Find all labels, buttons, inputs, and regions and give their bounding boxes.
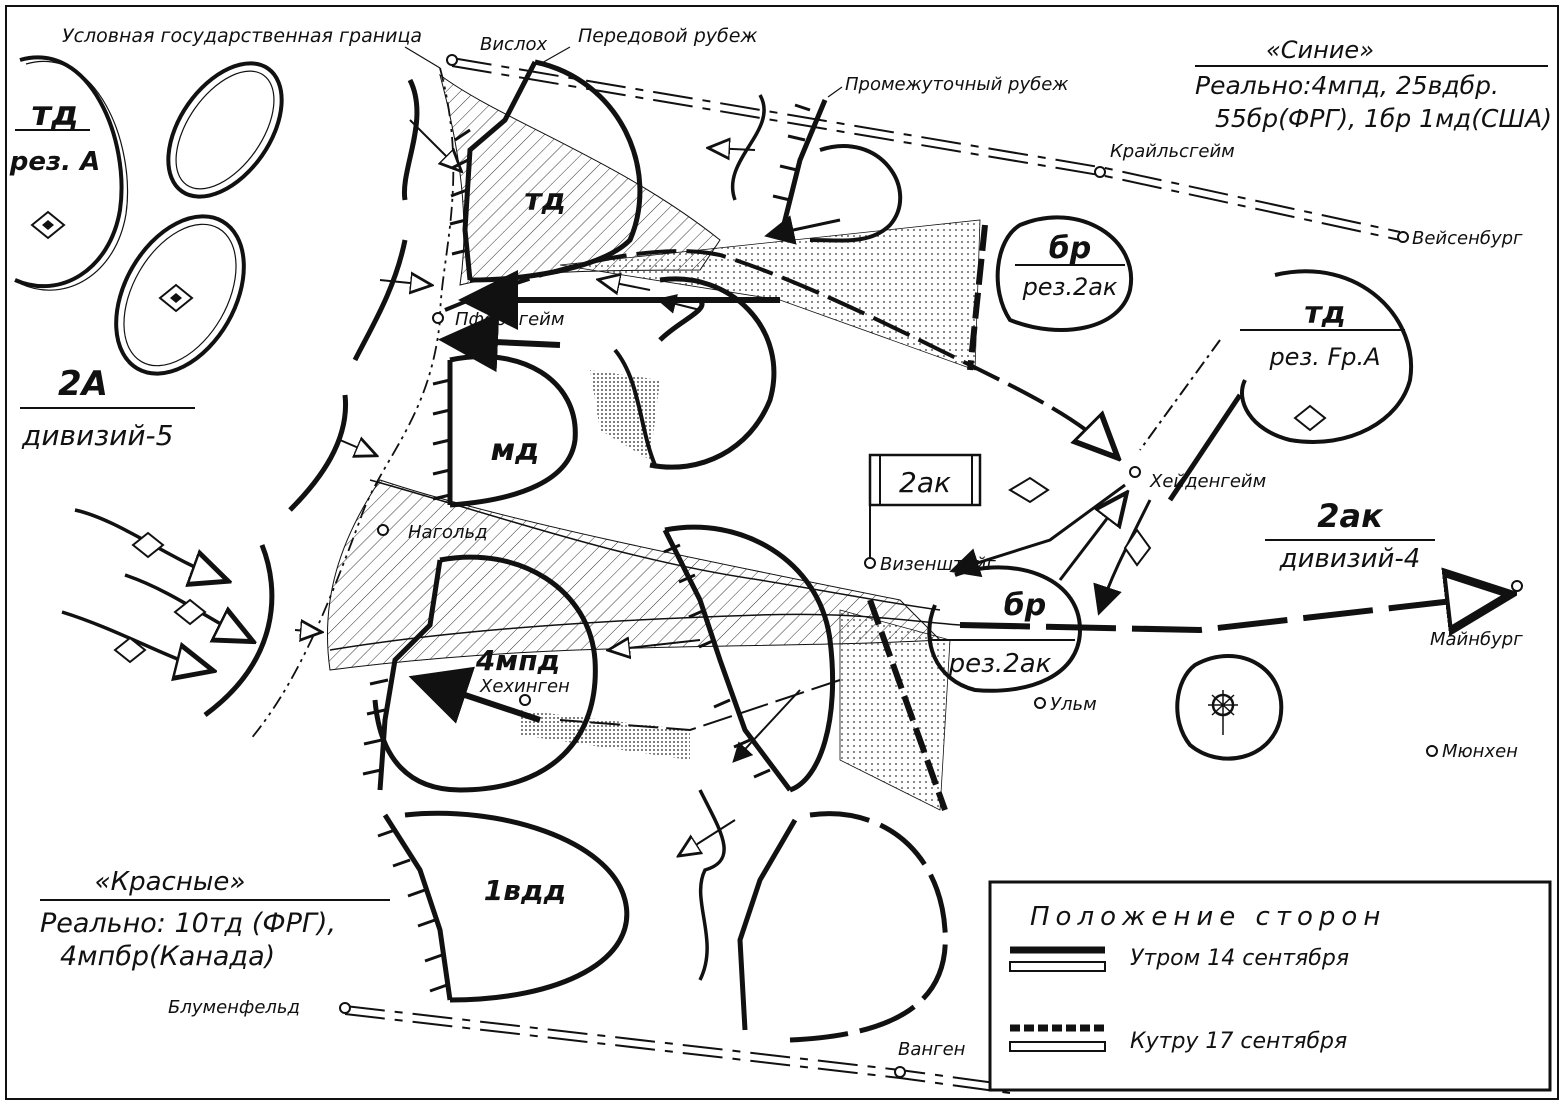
red-side-line1: Реально: 10тд (ФРГ), [40, 908, 336, 939]
br-top-den: рез.2ак [1022, 273, 1118, 301]
zone-north-dots [559, 219, 981, 371]
town-wiesloch: Вислох [446, 34, 547, 66]
unit-reserve-oval-top [166, 61, 284, 199]
svg-text:Визенштейг: Визенштейг [880, 554, 996, 575]
red-side-title: «Красные» [95, 867, 246, 897]
forward-line-leader [539, 46, 571, 65]
td-left-den: рез. А [9, 147, 100, 177]
red-advance-arrows [61, 508, 250, 670]
road-top [451, 57, 1401, 241]
town-crailsheim: Крайльсгейм [1094, 141, 1235, 178]
town-ulm: Ульм [1034, 694, 1097, 715]
unit-blue-south-east [680, 789, 948, 1043]
unit-td-res-fr: тд рез. Fр.А [1139, 269, 1414, 502]
svg-text:Вейсенбург: Вейсенбург [1412, 228, 1523, 249]
unit-blue-intermediate [710, 94, 903, 245]
br-bottom-num: бр [1004, 588, 1046, 623]
corps-2ak: 2ак дивизий-4 [1265, 497, 1435, 574]
blue-side-line2: 55бр(ФРГ), 1бр 1мд(США) [1215, 104, 1552, 133]
br-bottom-den: рез.2ак [948, 649, 1052, 679]
zone-md-dots [590, 370, 660, 460]
map-frame [5, 5, 1559, 1100]
army-2a-num: 2А [58, 364, 108, 404]
svg-text:Пфорцгейм: Пфорцгейм [455, 309, 564, 330]
svg-text:Крайльсгейм: Крайльсгейм [1110, 141, 1235, 162]
town-nagold: Нагольд [377, 522, 488, 543]
red-side-line2: 4мпбр(Канада) [60, 941, 275, 972]
legend-title: Положение сторон [1030, 902, 1386, 932]
blue-side-line1: Реально:4мпд, 25вдбр. [1195, 71, 1499, 100]
town-munich: Мюнхен [1426, 741, 1518, 762]
army-2a: 2А дивизий-5 [20, 364, 195, 452]
town-mainburg: Майнбург [1430, 580, 1523, 650]
town-wiesensteig: Визенштейг [864, 554, 996, 575]
legend: Положение сторон Утром 14 сентября Кутру… [988, 880, 1552, 1092]
td-right-den: рез. Fр.А [1268, 343, 1380, 371]
towns: Вислох Крайльсгейм Вейсенбург Пфорцгейм … [168, 34, 1523, 1078]
town-hechingen: Хехинген [479, 676, 570, 706]
intermediate-leader [827, 86, 843, 98]
legend-item-1: Утром 14 сентября [1130, 946, 1349, 971]
svg-text:Ульм: Ульм [1050, 694, 1097, 715]
zone-south-hatch [327, 479, 942, 671]
svg-text:Ванген: Ванген [898, 1039, 966, 1060]
svg-text:Хейденгейм: Хейденгейм [1149, 471, 1266, 492]
blue-routes [329, 249, 1505, 763]
svg-text:Майнбург: Майнбург [1430, 629, 1523, 650]
red-side-info: «Красные» Реально: 10тд (ФРГ), 4мпбр(Кан… [40, 867, 390, 972]
forward-line-label: Передовой рубеж [578, 25, 758, 47]
unit-airborne-reserve [1175, 654, 1284, 761]
town-blumenfeld: Блуменфельд [168, 997, 351, 1018]
red-front-curves [203, 78, 460, 718]
border-label: Условная государственная граница [62, 25, 422, 47]
unit-md: мд [432, 354, 578, 508]
br-top-num: бр [1049, 231, 1091, 266]
town-weissenburg: Вейсенбург [1397, 228, 1523, 249]
unit-4mpd: 4мпд [362, 554, 598, 793]
vdd1-label: 1вдд [484, 874, 566, 907]
legend-swatch-evening-red [1009, 1041, 1106, 1052]
unit-reserve-oval-mid [114, 214, 246, 376]
army-2a-den: дивизий-5 [21, 419, 173, 452]
corps-2ak-den: дивизий-4 [1279, 544, 1421, 574]
svg-text:Мюнхен: Мюнхен [1442, 741, 1518, 762]
town-pforzheim: Пфорцгейм [432, 309, 564, 330]
blue-side-title: «Синие» [1266, 36, 1374, 64]
corps-flag-label: 2ак [899, 466, 951, 499]
md-label: мд [491, 433, 540, 468]
corps-2ak-flag: 2ак [868, 453, 982, 560]
legend-swatch-morning-red [1009, 961, 1106, 972]
corps-2ak-num: 2ак [1317, 497, 1384, 535]
svg-text:Блуменфельд: Блуменфельд [168, 997, 300, 1018]
unit-blue-south-center [662, 524, 948, 812]
unit-1vdd: 1вдд [377, 810, 630, 1003]
border-leader [404, 46, 441, 69]
unit-td-center: тд [449, 59, 643, 283]
svg-text:Хехинген: Хехинген [479, 676, 570, 697]
zone-south-dots [839, 609, 951, 811]
svg-text:Нагольд: Нагольд [408, 522, 488, 543]
svg-text:Вислох: Вислох [480, 34, 547, 55]
zone-hechingen-dots [520, 710, 690, 760]
mpd4-label: 4мпд [475, 644, 560, 677]
td-left-num: тд [31, 94, 78, 134]
unit-td-res-a: тд рез. А [9, 55, 129, 291]
town-heidenheim: Хейденгейм [1129, 466, 1266, 492]
town-wangen: Ванген [894, 1039, 966, 1078]
td-right-num: тд [1304, 296, 1346, 331]
legend-item-2: Кутру 17 сентября [1130, 1029, 1347, 1054]
intermediate-line-label: Промежуточный рубеж [845, 74, 1069, 95]
unit-br-bottom: бр рез.2ак [927, 565, 1083, 693]
td-center-label: тд [524, 183, 566, 218]
unit-br-top: бр рез.2ак [967, 215, 1134, 371]
blue-side-info: «Синие» Реально:4мпд, 25вдбр. 55бр(ФРГ),… [1195, 36, 1552, 133]
